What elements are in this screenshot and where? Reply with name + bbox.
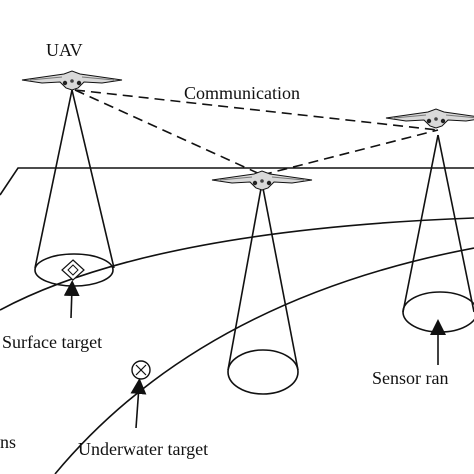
comm-link-uav2-uav3 bbox=[261, 129, 439, 176]
underwater-target-arrow bbox=[130, 378, 147, 429]
coast-boundary-arc-lower bbox=[54, 247, 474, 474]
surface-target-arrow bbox=[63, 280, 80, 319]
sensor-range-label: Sensor ran bbox=[372, 368, 448, 388]
comm-link-uav1-uav2 bbox=[74, 89, 263, 176]
uav-icon-2 bbox=[211, 170, 313, 191]
sensor-cone-uav3 bbox=[402, 134, 474, 333]
sensor-cone-uav2 bbox=[227, 182, 299, 395]
partial-left-label: ns bbox=[0, 432, 16, 452]
underwater-target-label: Underwater target bbox=[78, 439, 208, 459]
communication-links bbox=[74, 89, 439, 176]
sensor-cone-uav1 bbox=[34, 89, 115, 287]
sensor-footprint-2 bbox=[227, 349, 299, 395]
uav-label: UAV bbox=[46, 40, 83, 60]
comm-link-uav1-uav3 bbox=[74, 89, 439, 131]
sensor-footprint-3 bbox=[402, 291, 474, 333]
communication-label: Communication bbox=[184, 83, 300, 103]
surface-target-label: Surface target bbox=[2, 332, 102, 352]
surface-target-icon bbox=[61, 259, 85, 281]
uav-icon-1 bbox=[21, 70, 123, 91]
sea-surface-plane bbox=[0, 167, 474, 196]
underwater-target-icon bbox=[131, 360, 151, 380]
coast-boundary-arc-upper bbox=[0, 217, 474, 311]
